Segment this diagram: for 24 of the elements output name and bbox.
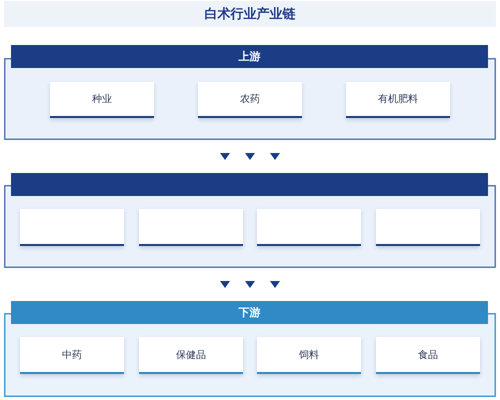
card-label: 农药: [240, 92, 260, 106]
section-panel: [4, 301, 496, 397]
card: [257, 209, 361, 246]
category-card: [139, 337, 243, 374]
card-label: 种业: [92, 92, 112, 106]
card: [376, 209, 480, 246]
section-panel: [4, 173, 496, 268]
category-card: [346, 82, 450, 118]
category-card: [198, 82, 302, 118]
category-card: [50, 82, 154, 118]
category-card: [257, 337, 361, 374]
section-title: 下游: [238, 305, 260, 320]
card: [139, 209, 243, 246]
card: [20, 209, 124, 246]
diagram-title: 白术行业产业链: [204, 6, 296, 23]
card-label: 保健品: [176, 348, 206, 362]
card-label: 有机肥料: [378, 92, 418, 106]
category-card: [20, 337, 124, 374]
card-label: 中药: [62, 348, 82, 362]
category-card: [376, 337, 480, 374]
card-label: 食品: [418, 348, 438, 362]
card-label: 饲料: [299, 348, 319, 362]
section-panel: [4, 45, 496, 140]
section-title: 上游: [238, 49, 260, 64]
